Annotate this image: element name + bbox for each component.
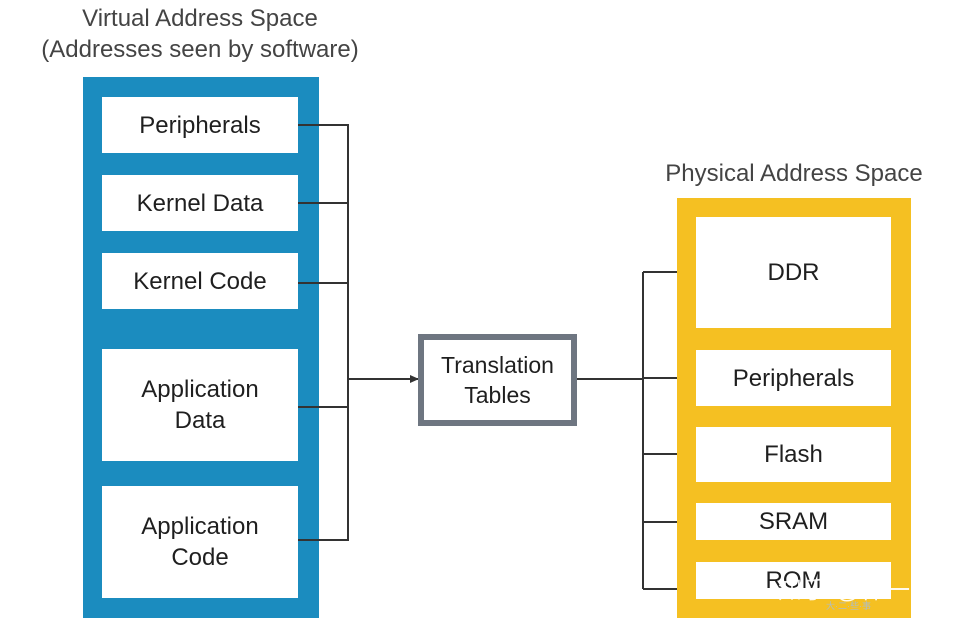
virtual-region-label: Data (174, 407, 226, 434)
virtual-region-peripherals: Peripherals (102, 97, 298, 153)
virtual-space-title-line1: Virtual Address Space (82, 5, 318, 32)
physical-region-label: Flash (764, 441, 823, 468)
physical-region-sram: SRAM (696, 503, 891, 540)
virtual-region-application-data: Application Data (102, 349, 298, 461)
virtual-region-kernel-code: Kernel Code (102, 253, 298, 309)
translation-label: Translation (441, 352, 554, 378)
virtual-region-label: Kernel Data (136, 189, 264, 217)
virtual-region-kernel-data: Kernel Data (102, 175, 298, 231)
virtual-space-title: Virtual Address Space (Addresses seen by… (0, 3, 400, 65)
physical-region-label: SRAM (758, 508, 829, 535)
physical-region-peripherals: Peripherals (696, 350, 891, 406)
virtual-region-label: Peripherals (139, 111, 261, 139)
virtual-region-application-code: Application Code (102, 486, 298, 598)
physical-region-flash: Flash (696, 427, 891, 482)
physical-region-rom: ROM (696, 562, 891, 599)
virtual-space-title-line2: (Addresses seen by software) (41, 36, 359, 63)
watermark-subtext: 大·二·些·事 (826, 601, 871, 611)
virtual-region-label: Application (141, 513, 259, 540)
physical-region-label: DDR (767, 259, 820, 286)
virtual-region-label: Application (141, 376, 259, 403)
physical-space-title: Physical Address Space (654, 158, 934, 189)
virtual-region-label: Code (171, 544, 229, 571)
watermark: 知乎 @仲一 (778, 577, 912, 604)
physical-region-ddr: DDR (696, 217, 891, 328)
translation-tables-box: Translation Tables (418, 334, 577, 426)
translation-label: Tables (464, 382, 531, 408)
physical-region-label: ROM (765, 567, 822, 594)
virtual-region-label: Kernel Code (133, 267, 267, 295)
physical-region-label: Peripherals (732, 364, 855, 392)
physical-space-title-text: Physical Address Space (665, 160, 923, 187)
